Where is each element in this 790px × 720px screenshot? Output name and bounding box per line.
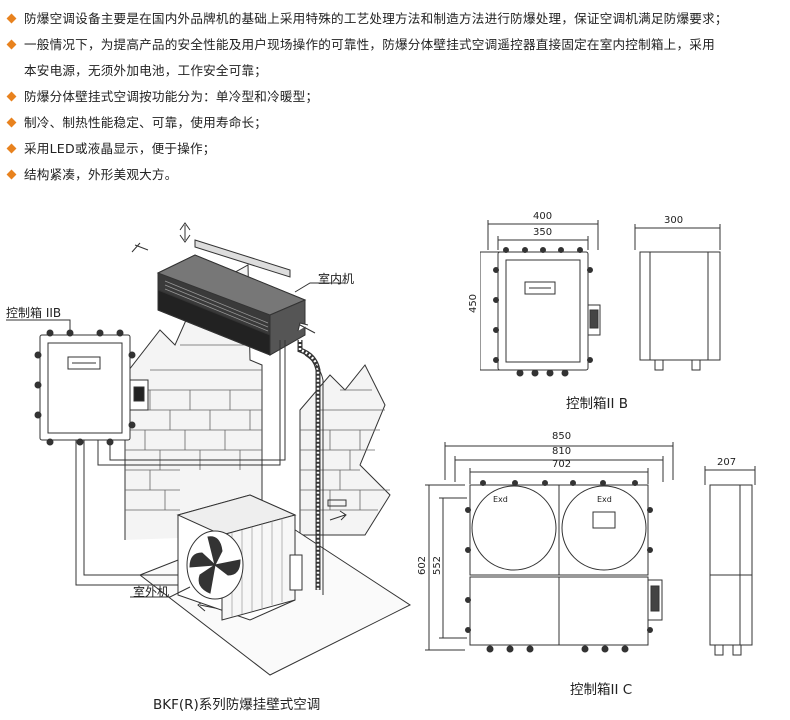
box-iic-height-inner: 552: [432, 555, 444, 576]
box-iic-drawing: Exd Exd: [425, 442, 756, 656]
diamond-bullet-icon: [6, 13, 17, 24]
feature-item-2: 一般情况下，为提高产品的安全性能及用户现场操作的可靠性，防爆分体壁挂式空调遥控器…: [6, 32, 786, 84]
box-iic-plate-left: Exd: [493, 495, 508, 504]
refrigerant-pipe: [297, 340, 347, 595]
feature-text-cont: 本安电源，无须外加电池，工作安全可靠；: [24, 63, 268, 78]
box-iic-width-inner: 702: [552, 459, 572, 470]
control-box-iib-label: 控制箱 IIB: [6, 306, 62, 320]
outdoor-unit: [176, 494, 303, 621]
leader-lines: [6, 282, 345, 598]
box-iib-dimensions: [480, 220, 721, 371]
feature-item-4: 制冷、制热性能稳定、可靠，使用寿命长；: [6, 110, 786, 136]
control-wiring: [75, 340, 286, 586]
outdoor-unit-label: 室外机: [133, 585, 170, 599]
box-iib-width-inner: 350: [533, 227, 553, 238]
feature-text: 一般情况下，为提高产品的安全性能及用户现场操作的可靠性，防爆分体壁挂式空调遥控器…: [24, 37, 715, 52]
indoor-unit-label: 室内机: [318, 272, 355, 286]
feature-item-6: 结构紧凑，外形美观大方。: [6, 162, 786, 188]
box-iic-caption: 控制箱II C: [570, 682, 633, 698]
feature-text: 防爆分体壁挂式空调按功能分为：单冷型和冷暖型；: [24, 89, 319, 104]
box-iic-width-mid: 810: [552, 446, 572, 457]
box-iib-side-view: [639, 251, 721, 371]
feature-text: 采用LED或液晶显示，便于操作；: [24, 141, 216, 156]
feature-item-1: 防爆空调设备主要是在国内外品牌机的基础上采用特殊的工艺处理方法和制造方法进行防爆…: [6, 6, 786, 32]
feature-text: 制冷、制热性能稳定、可靠，使用寿命长；: [24, 115, 268, 130]
box-iic-dimensions: [425, 442, 756, 651]
box-iib-height: 450: [468, 293, 480, 314]
indoor-unit: [156, 239, 307, 356]
diamond-bullet-icon: [6, 91, 17, 102]
box-iib-drawing: [480, 220, 721, 377]
control-box-iib-illustration: [34, 329, 149, 446]
feature-list: 防爆空调设备主要是在国内外品牌机的基础上采用特殊的工艺处理方法和制造方法进行防爆…: [6, 6, 786, 188]
feature-text: 结构紧凑，外形美观大方。: [24, 167, 178, 182]
installation-diagram: [6, 222, 412, 676]
installation-caption: BKF(R)系列防爆挂壁式空调: [153, 697, 321, 713]
box-iib-depth: 300: [664, 215, 684, 226]
diamond-bullet-icon: [6, 169, 17, 180]
box-iib-caption: 控制箱II B: [566, 396, 629, 412]
box-iic-front-view: [465, 480, 663, 653]
feature-item-5: 采用LED或液晶显示，便于操作；: [6, 136, 786, 162]
diamond-bullet-icon: [6, 39, 17, 50]
diamond-bullet-icon: [6, 143, 17, 154]
box-iic-width-outer: 850: [552, 431, 572, 442]
box-iic-height-outer: 602: [417, 555, 429, 576]
box-iic-depth: 207: [717, 457, 737, 468]
box-iib-width-outer: 400: [533, 211, 553, 222]
diamond-bullet-icon: [6, 117, 17, 128]
box-iic-plate-right: Exd: [597, 495, 612, 504]
box-iic-side-view: [709, 484, 753, 656]
feature-item-3: 防爆分体壁挂式空调按功能分为：单冷型和冷暖型；: [6, 84, 786, 110]
box-iib-front-view: [493, 247, 601, 377]
feature-text: 防爆空调设备主要是在国内外品牌机的基础上采用特殊的工艺处理方法和制造方法进行防爆…: [24, 11, 728, 26]
